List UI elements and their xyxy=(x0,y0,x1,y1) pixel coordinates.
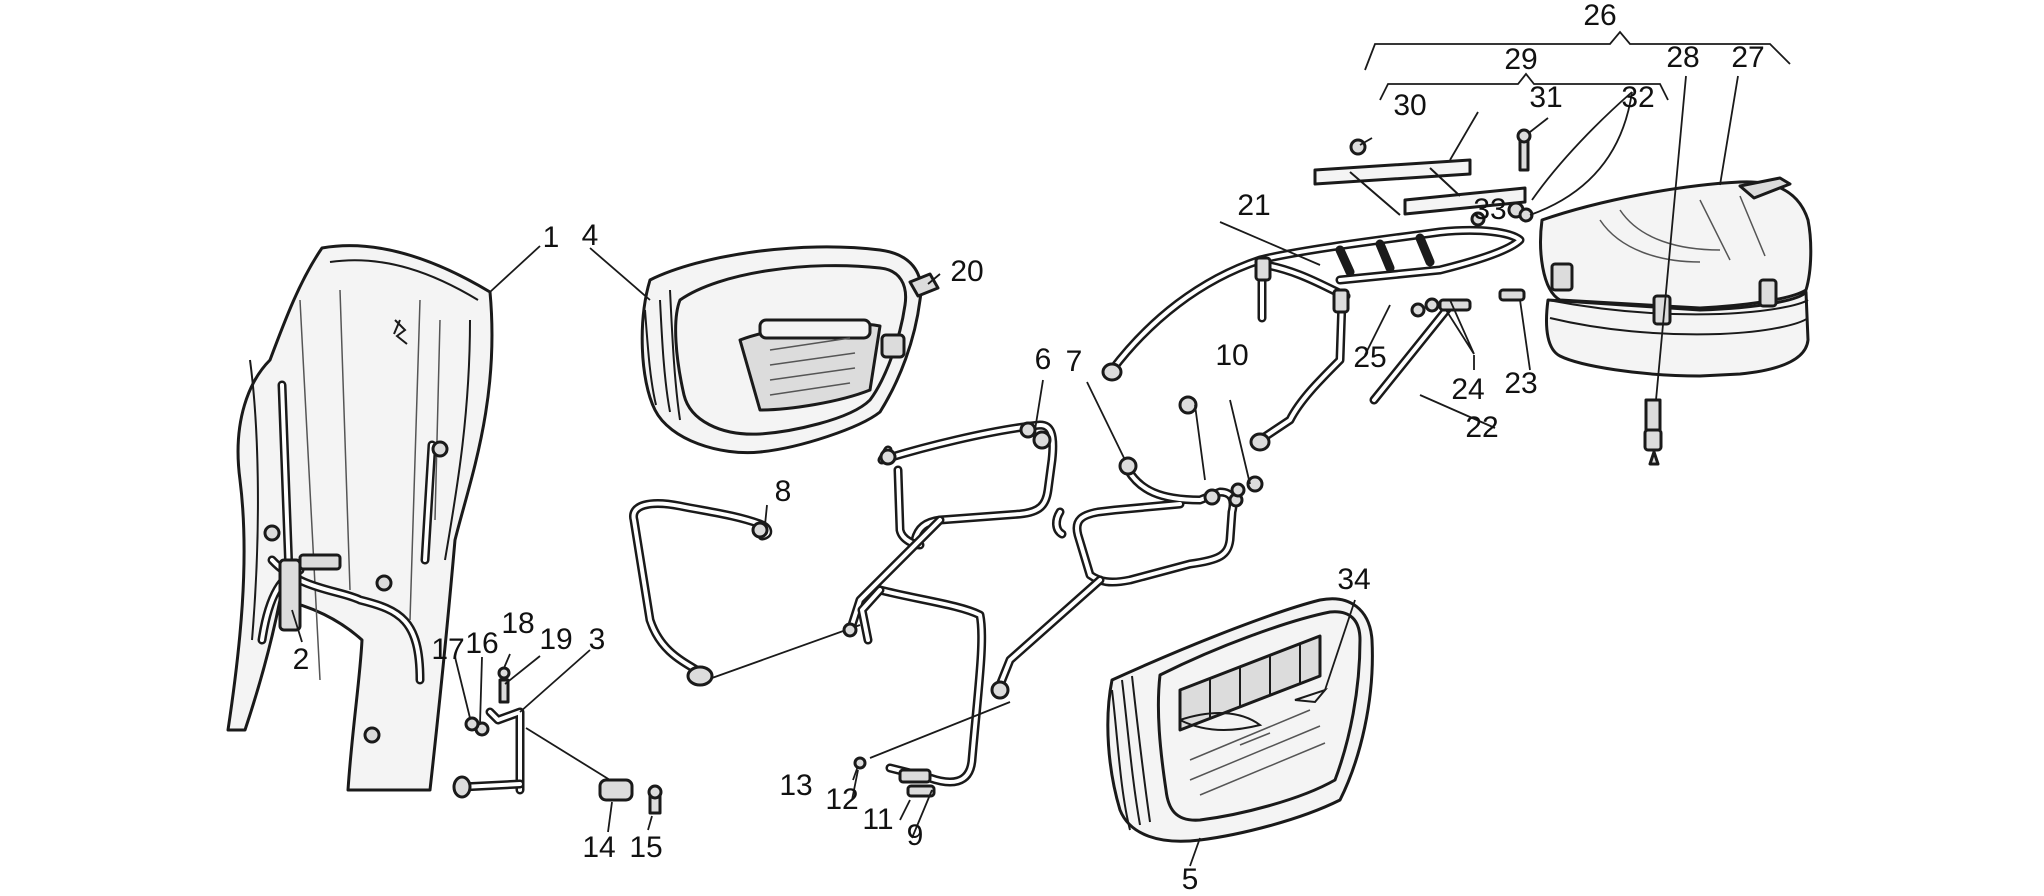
part-label-26: 26 xyxy=(1583,0,1617,32)
part-label-28: 28 xyxy=(1666,41,1700,74)
part-label-22: 22 xyxy=(1465,411,1499,444)
part-label-32: 32 xyxy=(1621,81,1655,114)
part-label-19: 19 xyxy=(539,623,573,656)
part-label-10: 10 xyxy=(1215,339,1249,372)
part-label-13: 13 xyxy=(779,769,813,802)
part-label-34: 34 xyxy=(1337,563,1371,596)
part-label-3: 3 xyxy=(588,623,606,656)
part-label-24: 24 xyxy=(1451,373,1485,406)
part-label-4: 4 xyxy=(581,219,599,252)
windscreen-part xyxy=(226,244,494,792)
part-label-6: 6 xyxy=(1034,343,1052,376)
part-label-31: 31 xyxy=(1529,81,1563,114)
part-label-14: 14 xyxy=(582,831,616,864)
part-label-23: 23 xyxy=(1504,367,1538,400)
part-label-1: 1 xyxy=(542,221,560,254)
part-label-8: 8 xyxy=(774,475,792,508)
part-label-7: 7 xyxy=(1065,345,1083,378)
part-label-12: 12 xyxy=(825,783,859,816)
part-label-11: 11 xyxy=(862,803,894,836)
part-label-25: 25 xyxy=(1353,341,1387,374)
part-label-21: 21 xyxy=(1237,189,1271,222)
left-case-frame-part xyxy=(842,420,1058,798)
part-label-15: 15 xyxy=(629,831,663,864)
part-label-27: 27 xyxy=(1731,41,1765,74)
part-label-33: 33 xyxy=(1473,193,1507,226)
part-label-9: 9 xyxy=(906,819,924,852)
right-case-frame-part xyxy=(990,395,1264,700)
part-label-18: 18 xyxy=(501,607,535,640)
right-side-case-part xyxy=(1106,597,1374,843)
part-label-2: 2 xyxy=(292,643,310,676)
part-label-29: 29 xyxy=(1504,43,1538,76)
top-case-mounting-plates-part xyxy=(1313,91,1633,227)
windscreen-bracket-part xyxy=(452,666,663,815)
top-case-part xyxy=(1364,30,1813,466)
left-carrier-frame-part xyxy=(629,499,861,687)
part-label-5: 5 xyxy=(1181,863,1199,896)
small-clip-part xyxy=(908,272,940,298)
part-label-16: 16 xyxy=(465,627,499,660)
part-label-20: 20 xyxy=(950,255,984,288)
rear-carrier-rack-part xyxy=(1101,225,1526,452)
leader-lines xyxy=(291,221,1531,867)
left-side-case-part xyxy=(640,245,923,455)
part-label-17: 17 xyxy=(431,633,465,666)
part-label-30: 30 xyxy=(1393,89,1427,122)
